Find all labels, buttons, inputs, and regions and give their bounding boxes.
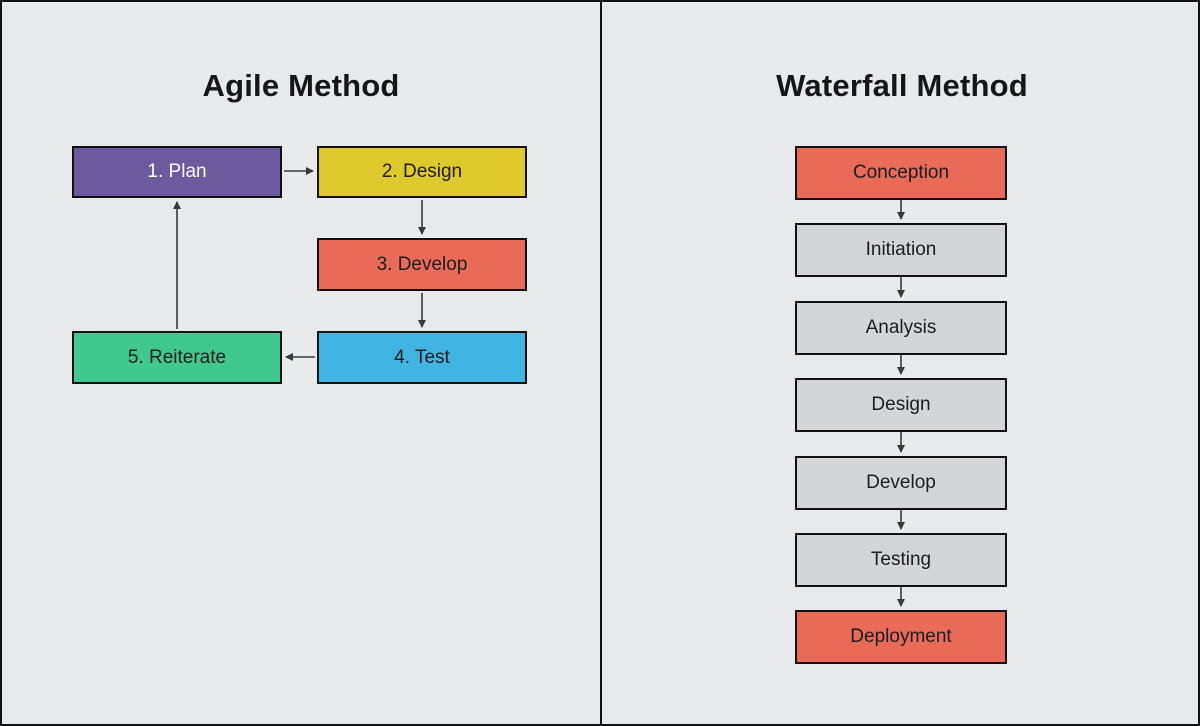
waterfall-node-design: Design (795, 378, 1007, 432)
waterfall-node-develop: Develop (795, 456, 1007, 510)
waterfall-node-analysis: Analysis (795, 301, 1007, 355)
waterfall-node-deployment: Deployment (795, 610, 1007, 664)
agile-node-reiterate: 5. Reiterate (72, 331, 282, 384)
agile-node-design: 2. Design (317, 146, 527, 198)
agile-title: Agile Method (202, 68, 400, 103)
waterfall-title: Waterfall Method (776, 68, 1028, 103)
agile-node-test: 4. Test (317, 331, 527, 384)
waterfall-node-conception: Conception (795, 146, 1007, 200)
waterfall-node-initiation: Initiation (795, 223, 1007, 277)
agile-node-develop: 3. Develop (317, 238, 527, 291)
panel-divider (600, 2, 602, 724)
waterfall-node-testing: Testing (795, 533, 1007, 587)
agile-node-plan: 1. Plan (72, 146, 282, 198)
